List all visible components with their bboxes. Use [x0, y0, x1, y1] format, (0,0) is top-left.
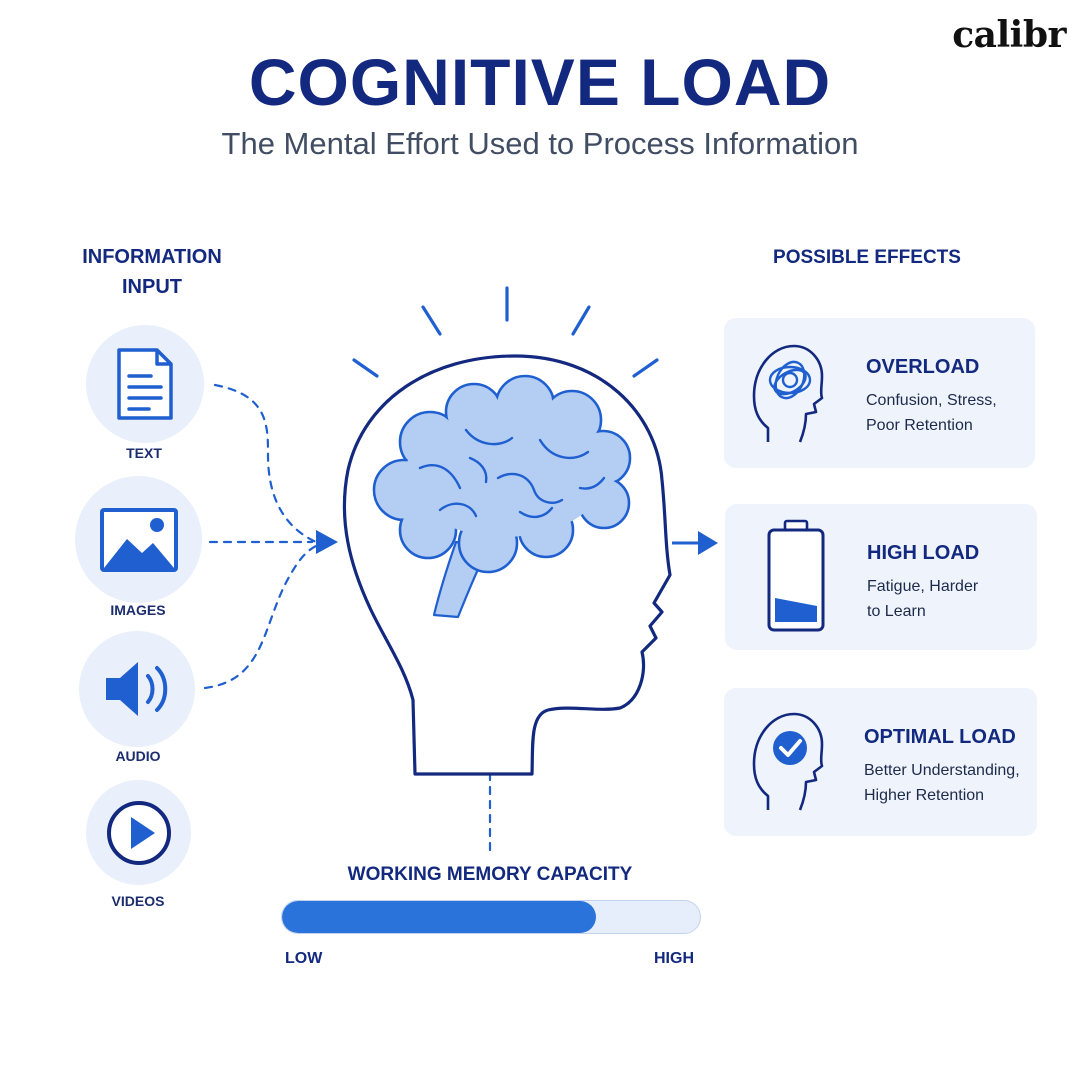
input-arrow-icon	[316, 530, 338, 554]
effect-title-overload: OVERLOAD	[866, 356, 980, 378]
brain-icon	[372, 374, 632, 619]
low-battery-icon	[767, 519, 825, 632]
page-subtitle: The Mental Effort Used to Process Inform…	[221, 126, 859, 161]
page-title: COGNITIVE LOAD	[248, 45, 832, 119]
effect-title-optimal-load: OPTIMAL LOAD	[864, 726, 1016, 748]
effect-desc-optimal-load: Better Understanding, Higher Retention	[864, 762, 1020, 804]
effect-title-high-load: HIGH LOAD	[867, 542, 980, 564]
capacity-label: WORKING MEMORY CAPACITY	[347, 864, 633, 885]
capacity-high-label: HIGH	[654, 950, 694, 967]
connector-audio	[203, 544, 318, 690]
output-arrow-icon	[672, 531, 718, 555]
input-images-circle[interactable]	[75, 476, 202, 603]
capacity-bar	[281, 900, 701, 934]
effect-desc-high-load: Fatigue, Harder to Learn	[867, 578, 979, 620]
effect-desc-overload: Confusion, Stress, Poor Retention	[866, 392, 997, 434]
information-input-heading: INFORMATION INPUT	[82, 246, 222, 298]
document-icon	[117, 348, 173, 420]
image-icon	[99, 507, 178, 572]
capacity-low-label: LOW	[285, 950, 323, 967]
input-videos-circle[interactable]	[86, 780, 191, 885]
input-images-label: IMAGES	[110, 602, 166, 618]
play-icon	[106, 800, 171, 865]
input-text-label: TEXT	[126, 445, 162, 461]
battery-fill	[775, 598, 817, 622]
input-text-circle[interactable]	[86, 325, 204, 443]
connector-text	[213, 383, 318, 544]
effect-card-optimal-load: OPTIMAL LOAD Better Understanding, Highe…	[724, 688, 1037, 836]
input-audio-circle[interactable]	[79, 631, 195, 747]
input-videos-label: VIDEOS	[111, 893, 165, 909]
input-audio-label: AUDIO	[115, 748, 161, 764]
speaker-icon	[106, 662, 168, 716]
tangled-head-icon	[752, 344, 824, 443]
effect-card-overload: OVERLOAD Confusion, Stress, Poor Retenti…	[724, 318, 1035, 468]
capacity-bar-fill	[282, 901, 596, 933]
brand-logo: calibr	[952, 14, 1066, 56]
possible-effects-heading: POSSIBLE EFFECTS	[773, 247, 961, 268]
checkmark-head-icon	[752, 712, 824, 811]
effect-card-high-load: HIGH LOAD Fatigue, Harder to Learn	[725, 504, 1037, 650]
thinking-rays-icon	[352, 286, 659, 378]
